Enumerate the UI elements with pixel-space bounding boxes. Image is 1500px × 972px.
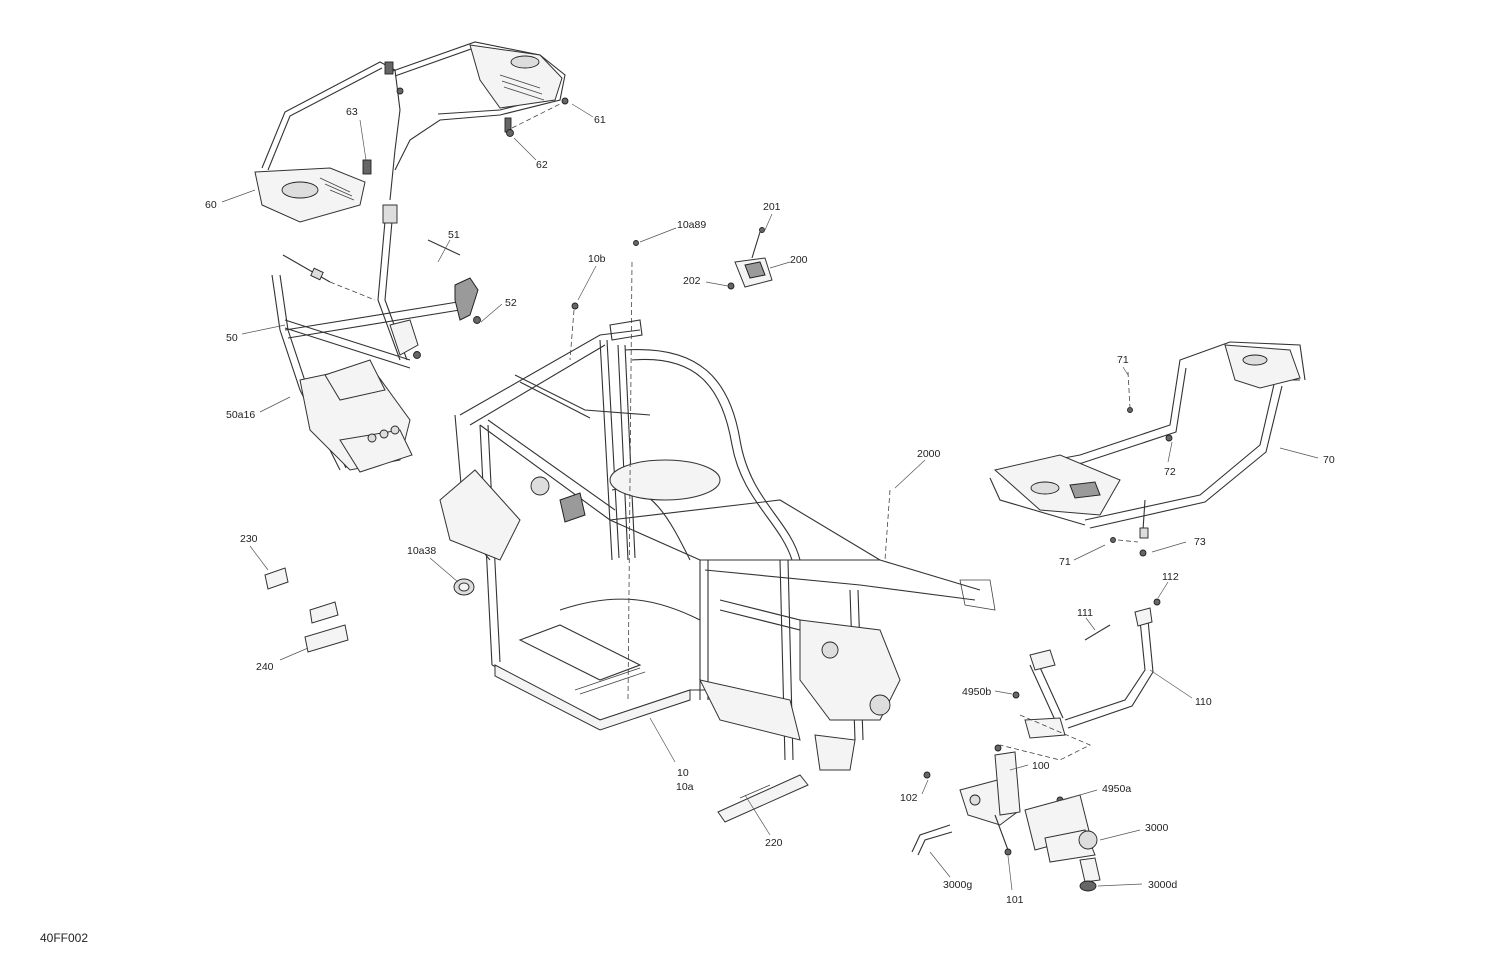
callout-10a38: 10a38 xyxy=(407,545,436,557)
callout-50: 50 xyxy=(226,332,238,344)
callout-61: 61 xyxy=(594,114,606,126)
callout-10: 10 xyxy=(677,767,689,779)
leader-lines xyxy=(221,103,1319,891)
callout-100: 100 xyxy=(1032,760,1050,772)
callout-202: 202 xyxy=(683,275,701,287)
callout-63: 63 xyxy=(346,106,358,118)
rear-rack-drawing xyxy=(989,341,1306,557)
callout-112: 112 xyxy=(1162,571,1179,583)
callout-62: 62 xyxy=(536,159,548,171)
callout-60: 60 xyxy=(205,199,217,211)
callout-4950b: 4950b xyxy=(962,686,991,698)
callout-72: 72 xyxy=(1164,466,1176,478)
callout-3000: 3000 xyxy=(1145,822,1169,834)
bracket-220-drawing xyxy=(717,774,809,823)
bracket-200-drawing xyxy=(571,227,773,310)
callout-51: 51 xyxy=(448,229,460,241)
hitch-assembly-drawing xyxy=(911,598,1161,892)
callout-10a89: 10a89 xyxy=(677,219,706,231)
callout-102: 102 xyxy=(900,792,918,804)
drawing-code: 40FF002 xyxy=(40,931,88,945)
callout-71-bottom: 71 xyxy=(1059,556,1071,568)
callout-labels: 63 61 62 60 51 52 50 50a16 10a89 10b 201… xyxy=(205,106,1335,906)
callout-220: 220 xyxy=(765,837,783,849)
callout-240: 240 xyxy=(256,661,274,673)
callout-3000g: 3000g xyxy=(943,879,972,891)
callout-4950a: 4950a xyxy=(1102,783,1131,795)
callout-2000: 2000 xyxy=(917,448,941,460)
callout-230: 230 xyxy=(240,533,258,545)
callout-101: 101 xyxy=(1006,894,1024,906)
callout-3000d: 3000d xyxy=(1148,879,1177,891)
callout-111: 111 xyxy=(1077,607,1093,619)
callout-52: 52 xyxy=(505,297,517,309)
callout-10b: 10b xyxy=(588,253,606,265)
front-bumper-drawing xyxy=(271,204,481,473)
callout-71-top: 71 xyxy=(1117,354,1129,366)
callout-110: 110 xyxy=(1195,696,1212,708)
callout-50a16: 50a16 xyxy=(226,409,255,421)
front-rack-drawing xyxy=(254,41,569,223)
callout-200: 200 xyxy=(790,254,808,266)
callout-10a: 10a xyxy=(676,781,694,793)
callout-73: 73 xyxy=(1194,536,1206,548)
callout-70: 70 xyxy=(1323,454,1335,466)
callout-201: 201 xyxy=(763,201,781,213)
small-parts-drawing xyxy=(264,567,475,653)
main-frame-drawing xyxy=(439,261,996,771)
